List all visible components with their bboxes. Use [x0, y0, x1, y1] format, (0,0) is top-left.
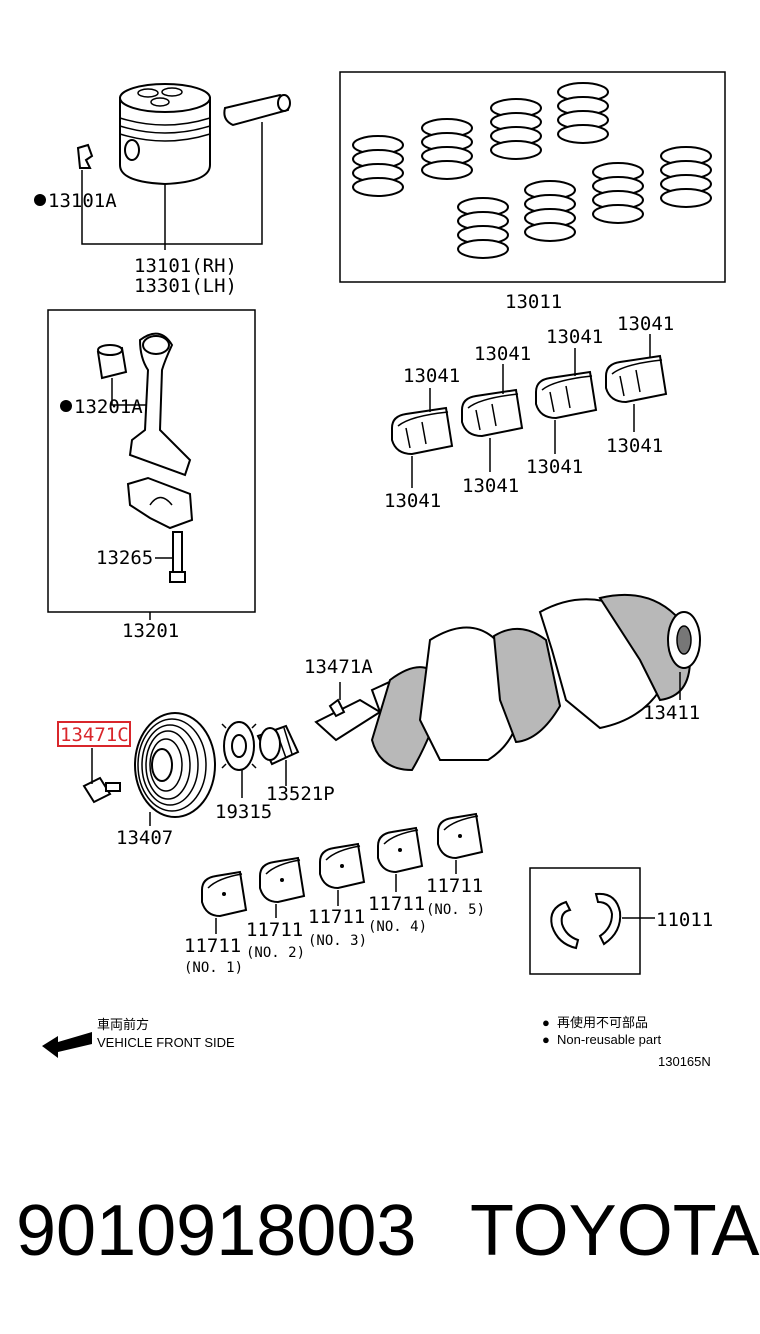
conrod-bearings: 13041 13041 13041 13041 13041 13041 1304…	[384, 313, 674, 512]
label-13041[interactable]: 13041	[474, 343, 531, 365]
label-no-1: (NO. 1)	[184, 960, 243, 976]
piston-ring-icon[interactable]	[352, 82, 712, 259]
snap-ring-icon[interactable]	[76, 143, 94, 169]
label-11011[interactable]: 11011	[656, 909, 713, 931]
bullet: ●	[542, 1032, 550, 1047]
sprocket-icon[interactable]	[256, 724, 300, 766]
bolt-icon[interactable]	[82, 776, 121, 804]
label-11711[interactable]: 11711	[308, 906, 365, 928]
piston-group: 13101A 13101(RH) 13301(LH)	[34, 83, 291, 297]
label-13011[interactable]: 13011	[505, 291, 562, 313]
label-no-3: (NO. 3)	[308, 933, 367, 949]
brand-name: TOYOTA	[470, 1191, 760, 1271]
nonreusable-dot-icon	[34, 194, 46, 206]
label-13041[interactable]: 13041	[384, 490, 441, 512]
conrod-icon[interactable]	[126, 332, 194, 530]
bearing-shell-icon[interactable]	[391, 354, 668, 456]
label-13101A[interactable]: 13101A	[48, 190, 117, 212]
nonreuse-jp: 再使用不可部品	[557, 1015, 648, 1030]
label-11711[interactable]: 11711	[426, 875, 483, 897]
crank-pulley-icon[interactable]	[134, 712, 216, 818]
piston-pin-icon[interactable]	[223, 93, 291, 127]
conrod-bushing-icon[interactable]	[96, 344, 128, 380]
bullet: ●	[542, 1015, 550, 1030]
front-en: VEHICLE FRONT SIDE	[97, 1035, 235, 1050]
label-13407[interactable]: 13407	[116, 827, 173, 849]
part-number: 9010918003	[16, 1191, 417, 1271]
label-13041[interactable]: 13041	[526, 456, 583, 478]
main-bearings: 11711 (NO. 1) 11711 (NO. 2) 11711 (NO. 3…	[184, 812, 485, 976]
label-13101-rh[interactable]: 13101(RH)	[134, 255, 237, 277]
thrust-washer-box: 11011	[529, 867, 713, 975]
label-13041[interactable]: 13041	[462, 475, 519, 497]
highlight-box	[57, 721, 131, 747]
label-13301-lh[interactable]: 13301(LH)	[134, 275, 237, 297]
label-13041[interactable]: 13041	[617, 313, 674, 335]
footer: 9010918003 TOYOTA	[0, 1190, 760, 1280]
label-13041[interactable]: 13041	[403, 365, 460, 387]
label-no-2: (NO. 2)	[246, 945, 305, 961]
nonreuse-en: Non-reusable part	[557, 1032, 661, 1047]
label-13041[interactable]: 13041	[606, 435, 663, 457]
conrod-bolt-icon[interactable]	[169, 531, 186, 583]
label-13201[interactable]: 13201	[122, 620, 179, 642]
label-11711[interactable]: 11711	[368, 893, 425, 915]
label-13471C-highlighted[interactable]: 13471C	[60, 724, 129, 746]
label-no-5: (NO. 5)	[426, 902, 485, 918]
thrust-washer-icon[interactable]	[550, 892, 622, 950]
label-11711[interactable]: 11711	[184, 935, 241, 957]
nonreusable-dot-icon	[60, 400, 72, 412]
label-13521P[interactable]: 13521P	[266, 783, 335, 805]
label-19315[interactable]: 19315	[215, 801, 272, 823]
label-13411[interactable]: 13411	[643, 702, 700, 724]
main-bearing-icon[interactable]	[201, 812, 484, 918]
legend: 車両前方 VEHICLE FRONT SIDE ● 再使用不可部品 ● Non-…	[42, 1015, 711, 1069]
label-13265[interactable]: 13265	[96, 547, 153, 569]
label-13201A[interactable]: 13201A	[74, 396, 143, 418]
piston-icon[interactable]	[119, 83, 211, 186]
ring-set-box: 13011	[339, 71, 726, 313]
label-11711[interactable]: 11711	[246, 919, 303, 941]
label-13041[interactable]: 13041	[546, 326, 603, 348]
label-no-4: (NO. 4)	[368, 919, 427, 935]
label-13471A[interactable]: 13471A	[304, 656, 373, 678]
conrod-box: 13201A 13265 13201	[47, 309, 256, 642]
drawing-number: 130165N	[658, 1054, 711, 1069]
front-arrow-icon	[42, 1032, 92, 1058]
front-jp: 車両前方	[97, 1017, 149, 1032]
timing-gear-icon[interactable]	[221, 721, 257, 771]
crankshaft-icon[interactable]	[314, 593, 701, 772]
